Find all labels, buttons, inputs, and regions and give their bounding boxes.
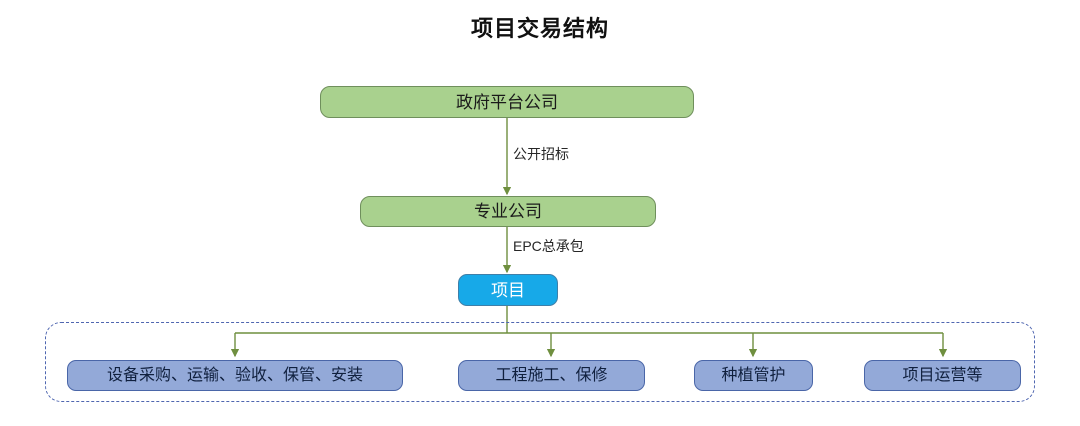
node-government-platform[interactable]: 政府平台公司 <box>320 86 694 118</box>
node-project[interactable]: 项目 <box>458 274 558 306</box>
edge-label-epc-contracting: EPC总承包 <box>513 238 584 254</box>
node-task-project-operation[interactable]: 项目运营等 <box>864 360 1021 391</box>
task-group-frame <box>45 322 1035 402</box>
node-task-construction-warranty[interactable]: 工程施工、保修 <box>458 360 645 391</box>
node-task-equipment-procurement[interactable]: 设备采购、运输、验收、保管、安装 <box>67 360 403 391</box>
page-title: 项目交易结构 <box>470 16 609 41</box>
node-professional-company[interactable]: 专业公司 <box>360 196 656 227</box>
edge-label-public-bidding: 公开招标 <box>513 146 569 162</box>
node-task-planting-maintenance[interactable]: 种植管护 <box>694 360 813 391</box>
